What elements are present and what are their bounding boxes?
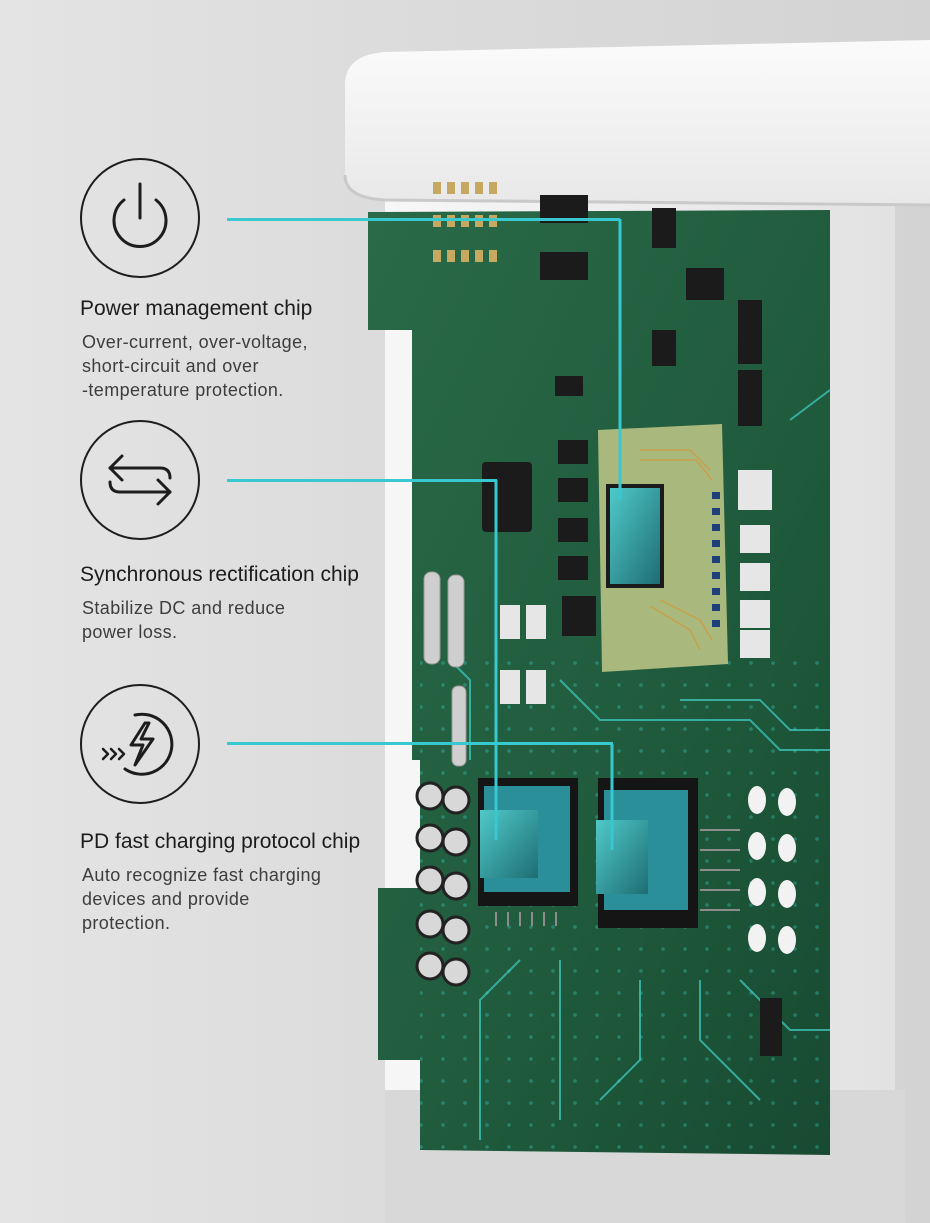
fast-charge-icon xyxy=(80,684,200,804)
connector-line-sync xyxy=(227,479,497,482)
connector-line-power xyxy=(227,218,620,221)
feature-title-pd: PD fast charging protocol chip xyxy=(80,830,361,853)
feature-title-power: Power management chip xyxy=(80,297,313,320)
feature-desc-power: Over-current, over-voltage, short-circui… xyxy=(82,332,308,400)
sync-arrows-icon xyxy=(80,420,200,540)
power-icon xyxy=(80,158,200,278)
feature-title-sync: Synchronous rectification chip xyxy=(80,563,359,586)
feature-desc-sync: Stabilize DC and reduce power loss. xyxy=(82,598,286,642)
connector-line-pd xyxy=(227,742,613,745)
feature-desc-pd: Auto recognize fast charging devices and… xyxy=(82,865,322,933)
